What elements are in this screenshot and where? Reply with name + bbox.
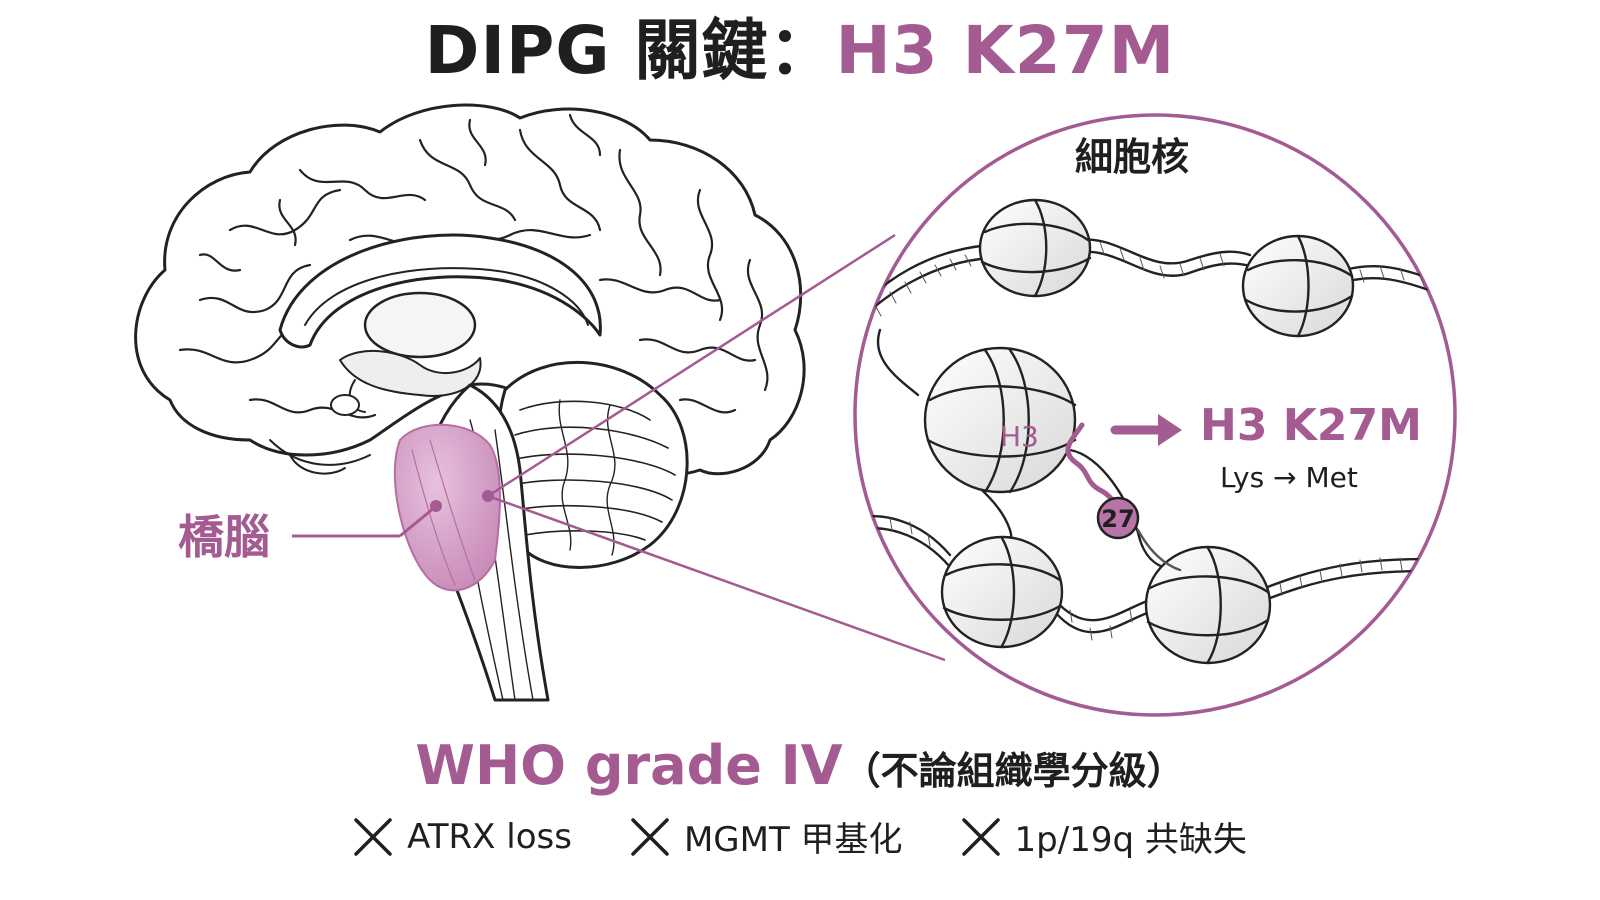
who-grade: WHO grade IV（不論組織學分級） (0, 728, 1600, 817)
who-grade-main: WHO grade IV (415, 734, 843, 797)
mutation-arrow-icon (1110, 414, 1182, 446)
substitution-label: Lys → Met (1220, 461, 1358, 494)
title-prefix: DIPG 關鍵： (424, 12, 836, 89)
gyri-folds (178, 113, 769, 419)
corpus-callosum (278, 233, 602, 349)
brain-illustration (134, 103, 806, 702)
pons-callout: 橋腦 (178, 500, 442, 564)
exclusion-item: ATRX loss (353, 812, 572, 861)
exclusion-list: ATRX loss MGMT 甲基化 1p/19q 共缺失 (0, 812, 1600, 861)
mutation-label: H3 K27M (1200, 400, 1422, 451)
exclusion-label: 1p/19q 共缺失 (1014, 820, 1247, 860)
nucleosome-h3 (923, 346, 1077, 494)
nucleus-label: 細胞核 (1075, 135, 1189, 179)
nucleosome (1144, 545, 1272, 665)
cross-icon (631, 817, 669, 856)
residue-27-marker: 27 (1096, 496, 1140, 540)
ventricle (339, 349, 482, 397)
nucleosome (1241, 234, 1355, 338)
title-highlight: H3 K27M (835, 12, 1176, 89)
exclusion-item: MGMT 甲基化 (630, 812, 903, 861)
zoom-connector (482, 233, 946, 662)
pons-label: 橋腦 (178, 510, 270, 564)
nucleosome (940, 535, 1064, 649)
h3-label: H3 (1000, 420, 1039, 453)
corpus-callosum-inner (304, 267, 589, 326)
cross-icon (354, 817, 392, 856)
page-title: DIPG 關鍵：H3 K27M (0, 8, 1600, 94)
exclusion-label: ATRX loss (407, 816, 572, 857)
nucleosomes (923, 198, 1355, 665)
nucleus-zoom: 細胞核 H3 27 H3 K27M Lys → Met (853, 113, 1457, 717)
nucleosome (978, 198, 1092, 298)
who-grade-note: （不論組織學分級） (842, 749, 1185, 793)
cross-icon (961, 817, 1000, 856)
thalamus (363, 291, 477, 359)
exclusion-label: MGMT 甲基化 (683, 820, 903, 860)
exclusion-item: 1p/19q 共缺失 (961, 812, 1247, 861)
residue-27-label: 27 (1101, 505, 1134, 533)
